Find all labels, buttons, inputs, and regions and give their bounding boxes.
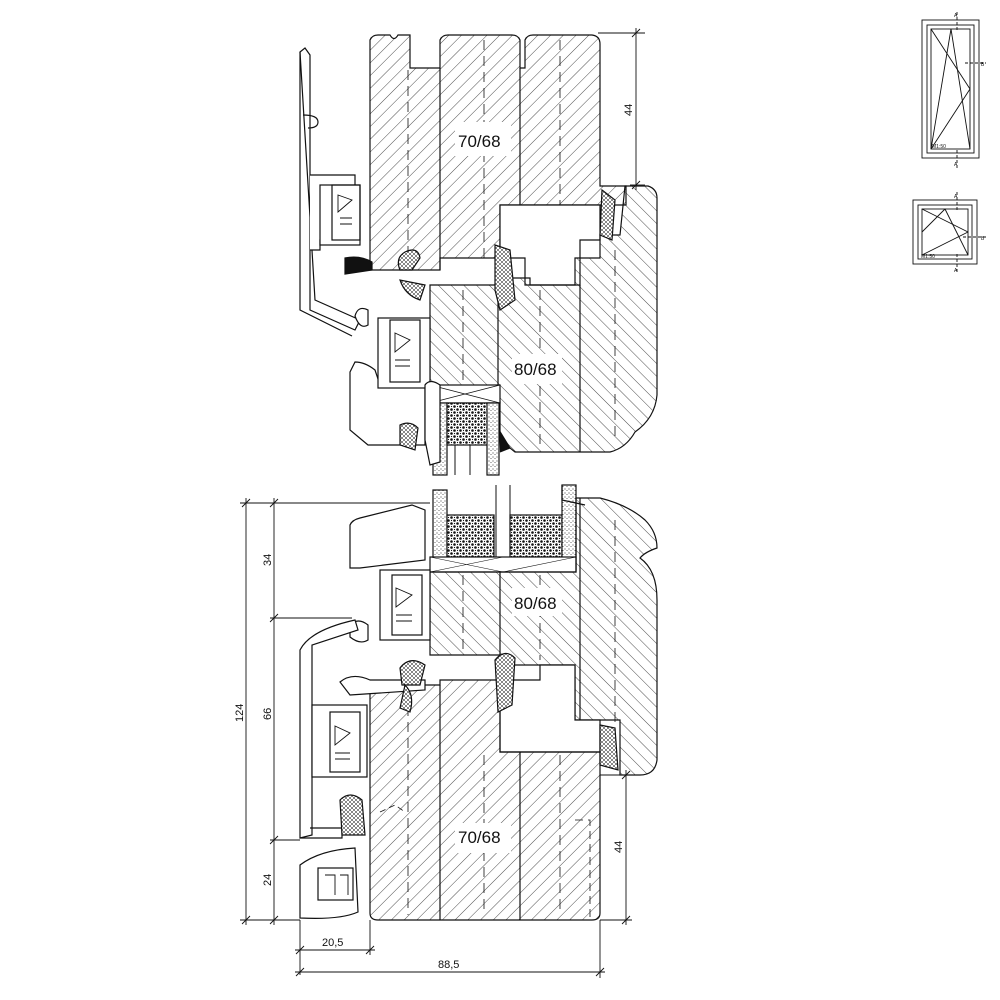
label-sash-top: 80/68 <box>514 360 557 379</box>
thumb1-scale: M1:50 <box>932 144 946 150</box>
thumbnail-tilt-turn <box>921 12 986 168</box>
thumb2-a-bottom: A <box>954 268 958 274</box>
thumb1-a-bottom: A <box>954 162 958 168</box>
thumb1-b: B <box>981 62 985 68</box>
thumb2-a-top: A <box>954 194 958 200</box>
dim-bottom-88-5: 88,5 <box>438 959 459 971</box>
glazing-top <box>432 402 511 476</box>
dimension-lines <box>240 28 645 978</box>
dim-bottom-44: 44 <box>613 841 625 853</box>
dim-top-44: 44 <box>623 104 635 116</box>
alu-cladding-bottom <box>299 504 619 919</box>
thumb1-a-top: A <box>954 13 958 19</box>
dim-left-66: 66 <box>262 708 274 720</box>
label-frame-top: 70/68 <box>458 132 501 151</box>
thumbnail-square <box>912 192 986 272</box>
alu-cladding-top <box>299 47 616 466</box>
dim-left-124: 124 <box>234 704 246 722</box>
thumb2-scale: M1:50 <box>921 254 935 260</box>
label-frame-bottom: 70/68 <box>458 828 501 847</box>
bottom-sash-profile <box>429 497 658 776</box>
bottom-frame-profile <box>369 679 601 921</box>
thumb2-b: B <box>981 236 985 242</box>
dim-bottom-20-5: 20,5 <box>322 937 343 949</box>
dim-left-24: 24 <box>262 874 274 886</box>
dim-left-34: 34 <box>262 554 274 566</box>
top-frame-profile <box>369 34 627 271</box>
label-sash-bottom: 80/68 <box>514 594 557 613</box>
